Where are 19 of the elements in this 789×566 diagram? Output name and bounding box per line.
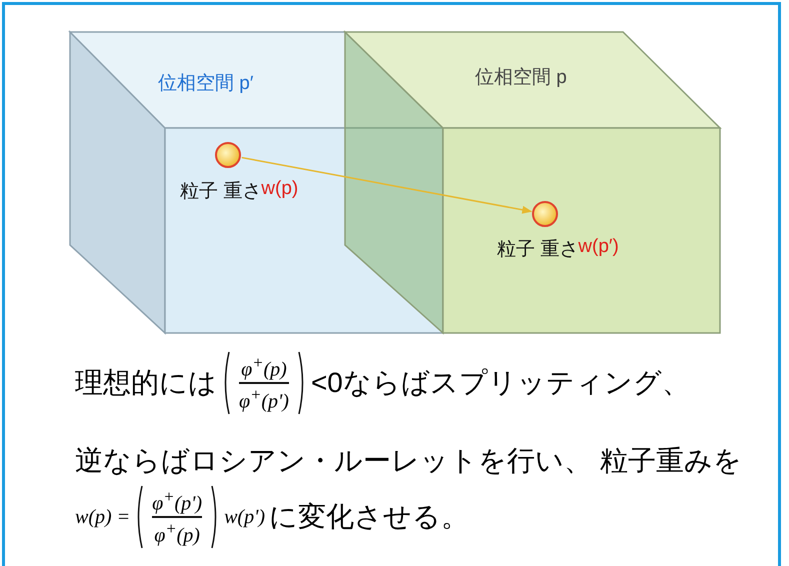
formula-text: w(p) =	[75, 506, 130, 528]
body-text: 逆ならばロシアン・ルーレットを行い、 粒子重みを	[75, 444, 742, 478]
region-title: 位相空間 p	[475, 66, 567, 90]
body-text: <0ならばスプリッティング、	[310, 366, 690, 400]
phase-space-cube	[70, 32, 443, 333]
fraction-denominator: φ$^{+}$(p)	[154, 518, 200, 548]
particle-label: 粒子 重さ	[497, 239, 578, 262]
formula-text: w(p')	[224, 506, 266, 528]
body-text: 理想的には	[75, 366, 217, 400]
region-title: 位相空間 p′	[158, 72, 254, 96]
phase-space-cube	[345, 32, 720, 333]
fraction-denominator: φ$^{+}$(p')	[239, 384, 289, 414]
weight-label: w(p)	[261, 178, 298, 200]
body-text: に変化させる。	[269, 500, 470, 534]
fraction-numerator: φ$^{+}$(p')	[152, 486, 202, 516]
particle-label: 粒子 重さ	[180, 181, 262, 204]
weight-label: w(p′)	[578, 236, 619, 258]
arrow	[242, 156, 532, 214]
fraction-numerator: φ$^{+}$(p)	[241, 352, 287, 382]
